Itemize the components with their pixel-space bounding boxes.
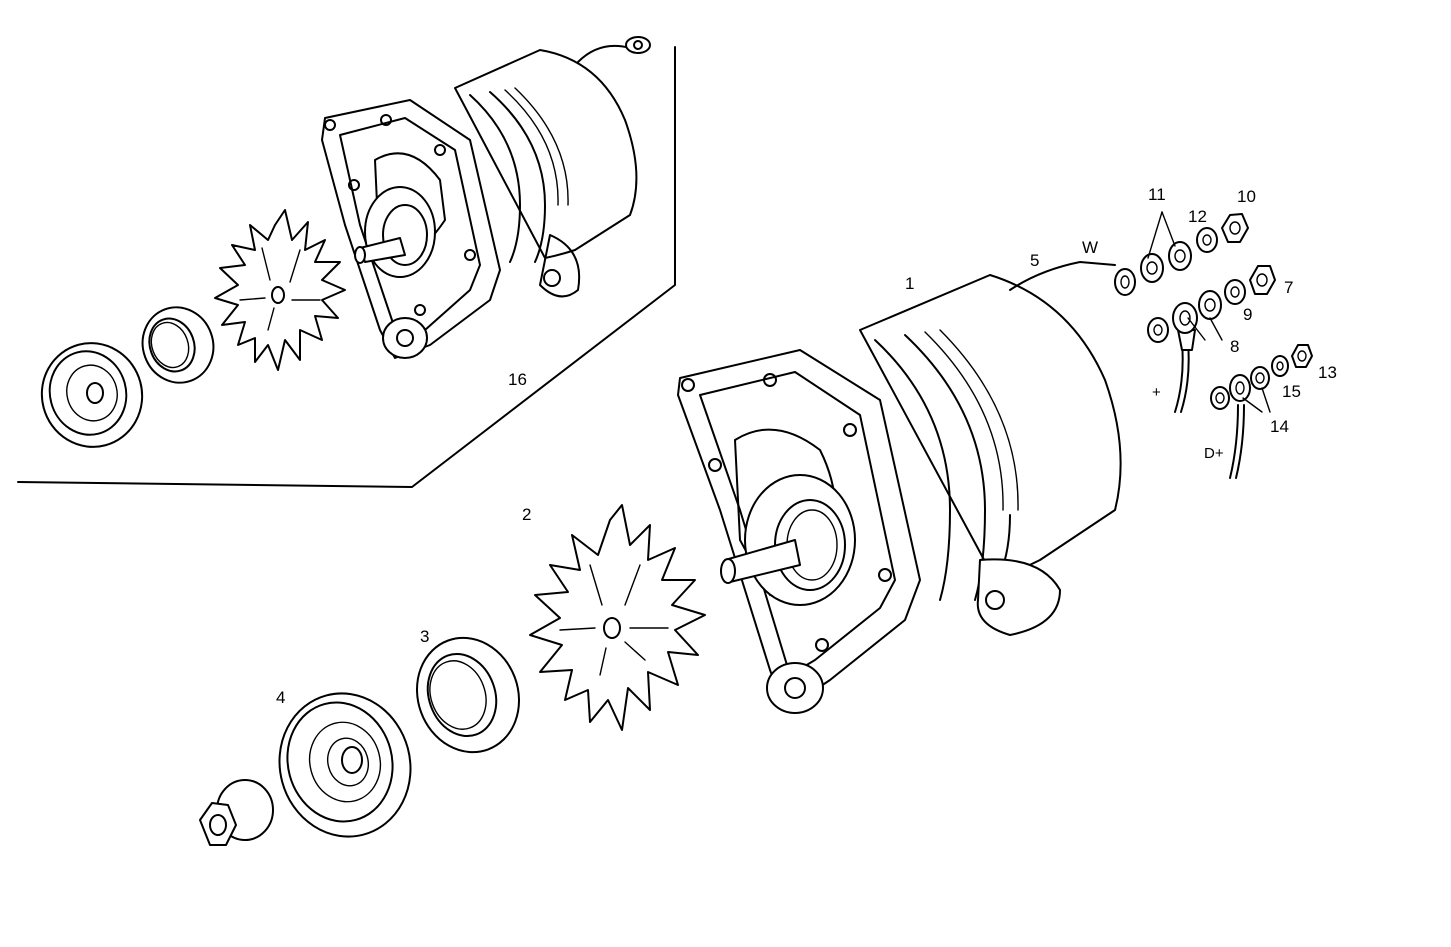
- inset-border: [17, 46, 676, 488]
- spacer-ring: [415, 636, 521, 754]
- inset-spacer: [141, 306, 215, 384]
- inset-alternator-assembly: 16: [17, 36, 676, 488]
- washer-9-a: [1198, 290, 1222, 320]
- callout-4: 4: [276, 688, 285, 707]
- pulley: [278, 692, 412, 838]
- washer-11-b: [1168, 241, 1192, 271]
- callout-16: 16: [508, 370, 527, 389]
- nut-13: [1291, 344, 1313, 368]
- callout-1: 1: [905, 274, 914, 293]
- callout-labels: 1 2 3 4 5 W 11 12 10 7 9 8 13 15 14 + D+: [276, 185, 1337, 707]
- cable-plus: [1174, 329, 1196, 413]
- washer-15-a: [1250, 366, 1270, 390]
- callout-8: 8: [1230, 337, 1239, 356]
- inset-fan: [214, 209, 346, 371]
- callout-7: 7: [1284, 278, 1293, 297]
- callout-5: 5: [1030, 251, 1039, 270]
- callout-11: 11: [1148, 185, 1166, 204]
- cable-dplus: [1229, 404, 1245, 479]
- main-alternator-assembly: 1 2 3 4 5 W 11 12 10 7 9 8 13 15 14 + D+: [199, 185, 1337, 846]
- washer-dplus-1: [1210, 386, 1230, 410]
- fan: [529, 504, 706, 731]
- alternator-body: [677, 261, 1122, 714]
- washer-11-a: [1140, 253, 1164, 283]
- washer-9-b: [1224, 279, 1246, 305]
- leader-lines: [1147, 211, 1271, 413]
- callout-2: 2: [522, 505, 531, 524]
- washer-12: [1196, 227, 1218, 253]
- eyelet-plus: [1172, 302, 1198, 334]
- callout-14: 14: [1270, 417, 1289, 436]
- washer-w-1: [1114, 268, 1136, 296]
- inset-alternator-body: [321, 36, 651, 359]
- inset-pulley: [40, 342, 144, 448]
- callout-9: 9: [1243, 305, 1252, 324]
- terminal-dplus: D+: [1204, 445, 1224, 462]
- terminal-plus: +: [1152, 384, 1161, 401]
- terminal-w: W: [1082, 238, 1098, 257]
- callout-15: 15: [1282, 382, 1301, 401]
- eyelet-dplus: [1229, 374, 1251, 402]
- callout-3: 3: [420, 627, 429, 646]
- shaft-nut: [199, 779, 274, 846]
- callout-13: 13: [1318, 363, 1337, 382]
- nut-7: [1249, 265, 1276, 295]
- callout-12: 12: [1188, 207, 1207, 226]
- washer-plus-1: [1147, 317, 1169, 343]
- washer-15-b: [1271, 355, 1289, 377]
- nut-10: [1221, 213, 1249, 243]
- callout-10: 10: [1237, 187, 1256, 206]
- terminal-hardware: [1114, 213, 1313, 410]
